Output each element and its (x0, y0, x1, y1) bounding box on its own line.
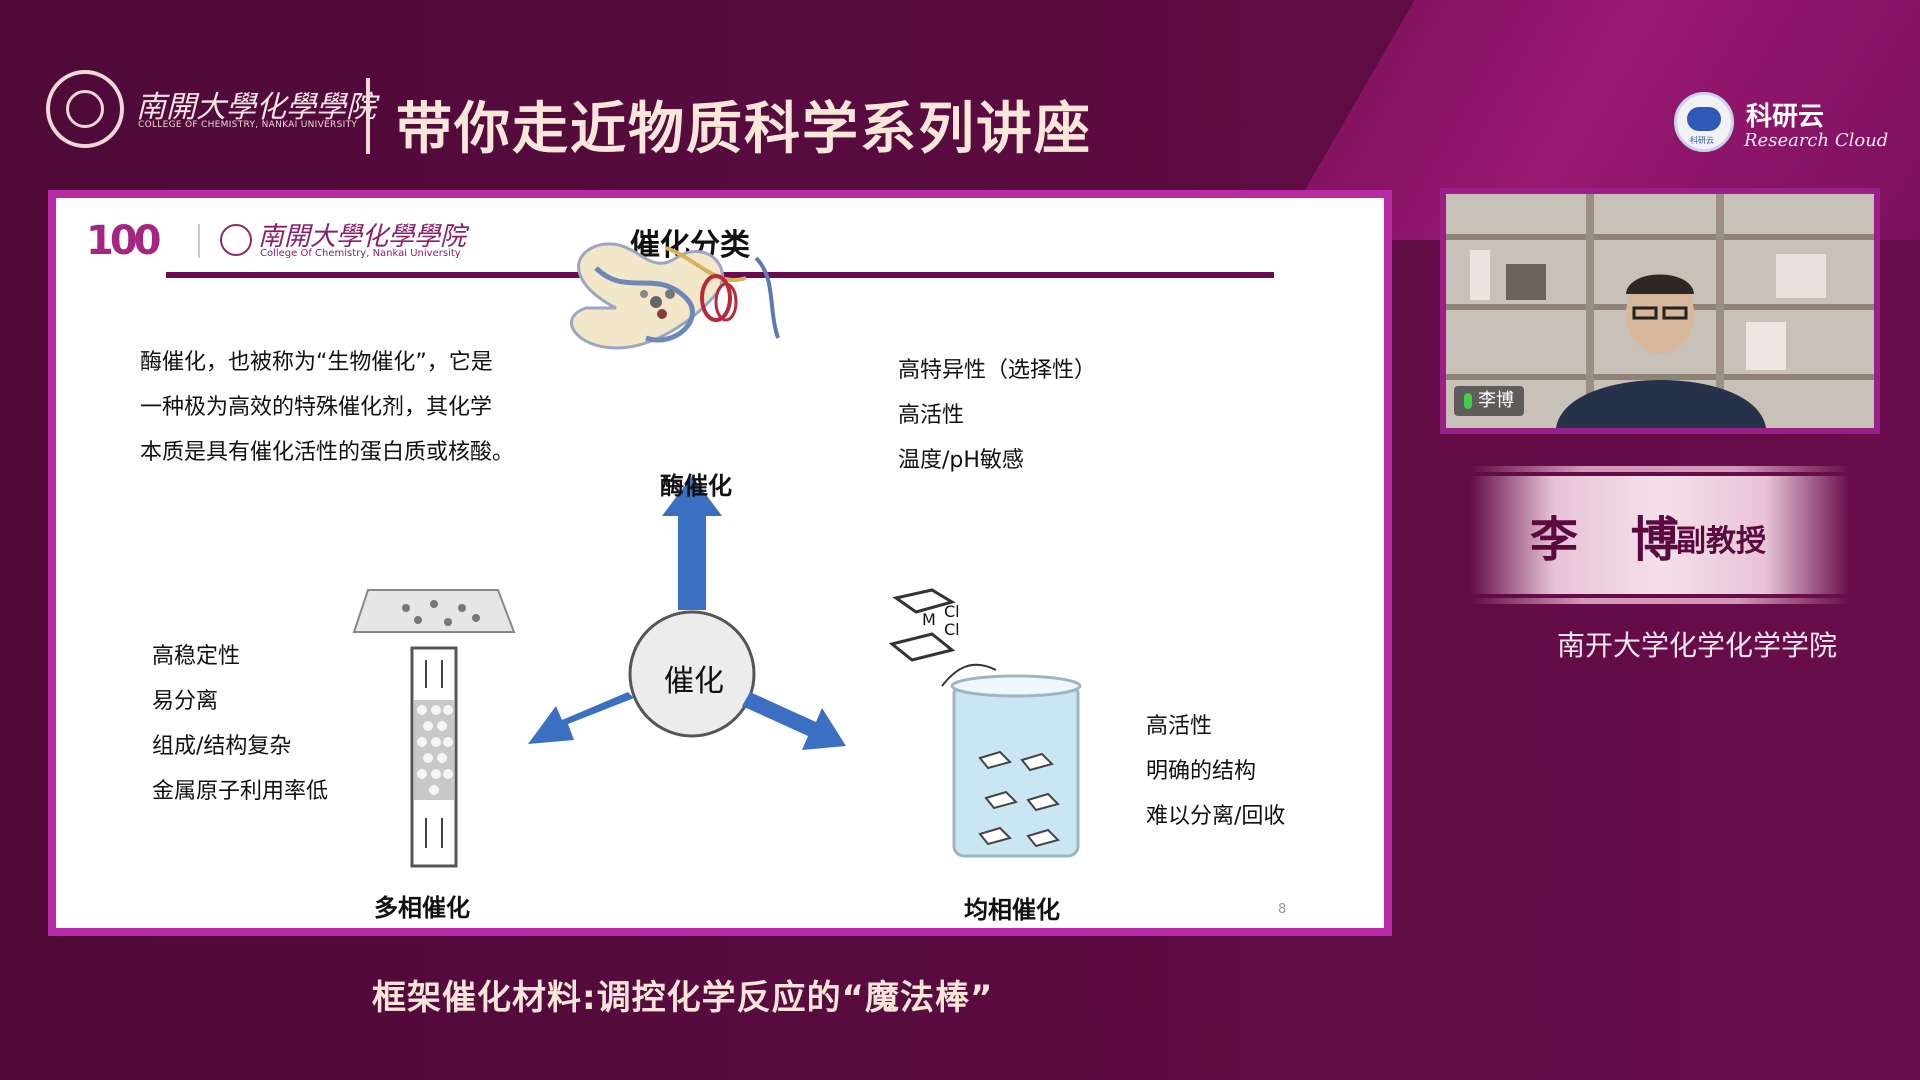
center-circle (628, 610, 756, 738)
catalysis-diagram (352, 242, 1082, 868)
enzyme-protein-illustration (570, 242, 780, 350)
homogeneous-feature: 明确的结构 (1146, 759, 1257, 784)
brand-name: 科研云 (1746, 102, 1825, 132)
research-cloud-logo-icon: 科研云 (1674, 92, 1734, 152)
slide-university-subtitle: College Of Chemistry, Nankai University (260, 248, 461, 259)
enzyme-feature: 温度/pH敏感 (898, 448, 1024, 473)
name-plate-top-line (1470, 466, 1850, 472)
speaker-tag-text: 李博 (1478, 390, 1514, 411)
heterogeneous-feature: 金属原子利用率低 (152, 779, 329, 804)
molecule-chloride-label: Cl (944, 602, 960, 621)
slide-page-number: 8 (1278, 902, 1287, 917)
molecule-metal-label: M (922, 610, 936, 629)
brand-english-name: Research Cloud (1744, 130, 1889, 151)
heterogeneous-feature: 组成/结构复杂 (152, 734, 292, 759)
enzyme-description-line: 本质是具有催化活性的蛋白质或核酸。 (140, 440, 515, 465)
heterogeneous-feature: 易分离 (152, 689, 219, 714)
enzyme-feature: 高活性 (898, 403, 965, 428)
heterogeneous-label: 多相催化 (374, 894, 470, 922)
university-name: 南開大學化學學院 (136, 90, 376, 125)
lecture-title: 框架催化材料:调控化学反应的“魔法棒” (372, 978, 994, 1018)
heterogeneous-reactor-illustration (352, 589, 516, 868)
center-label: 催化 (664, 664, 724, 699)
arrow-left (528, 692, 634, 744)
header: 南開大學化學學院 COLLEGE OF CHEMISTRY, NANKAI UN… (0, 0, 1920, 190)
microphone-icon (1464, 393, 1472, 409)
centenary-logo: 100 (86, 218, 161, 264)
enzyme-description-line: 酶催化，也被称为“生物催化”，它是 (140, 350, 493, 375)
arrow-right (742, 692, 846, 750)
slide-university-emblem-icon (220, 224, 252, 256)
university-subtitle: COLLEGE OF CHEMISTRY, NANKAI UNIVERSITY (138, 120, 358, 130)
arrow-up (662, 476, 722, 610)
homogeneous-feature: 难以分离/回收 (1146, 804, 1286, 829)
enzyme-feature: 高特异性（选择性） (898, 358, 1097, 383)
homogeneous-features: 高活性 明确的结构 难以分离/回收 (1146, 704, 1285, 839)
presenter-organization-text: 南开大学化学化学学院 (1556, 629, 1837, 662)
university-emblem-icon (46, 70, 124, 148)
presenter-title: 副教授 (1676, 524, 1766, 559)
presenter-organization: 南开大学化学化学学院 (0, 624, 1920, 664)
enzyme-description-line: 一种极为高效的特殊催化剂，其化学 (140, 395, 493, 420)
presenter-name-plate (1470, 476, 1850, 594)
name-plate-bottom-line (1470, 598, 1850, 604)
speaker-name-tag: 李博 (1454, 386, 1524, 416)
slide-university-name: 南開大學化學學院 (258, 222, 467, 252)
heterogeneous-feature: 高稳定性 (152, 644, 241, 669)
slide-logo-divider (198, 224, 200, 258)
series-title: 带你走近物质科学系列讲座 (396, 97, 1092, 162)
presenter-name: 李 博 (1530, 512, 1697, 568)
homogeneous-feature: 高活性 (1146, 714, 1213, 739)
homogeneous-label: 均相催化 (964, 896, 1060, 924)
brand-badge-text: 科研云 (1690, 136, 1714, 145)
enzyme-features: 高特异性（选择性） 高活性 温度/pH敏感 (898, 348, 1096, 483)
heterogeneous-features: 高稳定性 易分离 组成/结构复杂 金属原子利用率低 (152, 634, 328, 814)
speaker-video: 李博 (1440, 188, 1880, 434)
slide: 100 南開大學化學學院 College Of Chemistry, Nanka… (48, 190, 1392, 936)
molecule-chloride-label: Cl (944, 620, 960, 639)
header-divider (366, 78, 370, 154)
enzyme-description: 酶催化，也被称为“生物催化”，它是 一种极为高效的特殊催化剂，其化学 本质是具有… (140, 340, 514, 475)
homogeneous-beaker-illustration (888, 588, 1082, 858)
enzyme-label: 酶催化 (660, 472, 732, 500)
